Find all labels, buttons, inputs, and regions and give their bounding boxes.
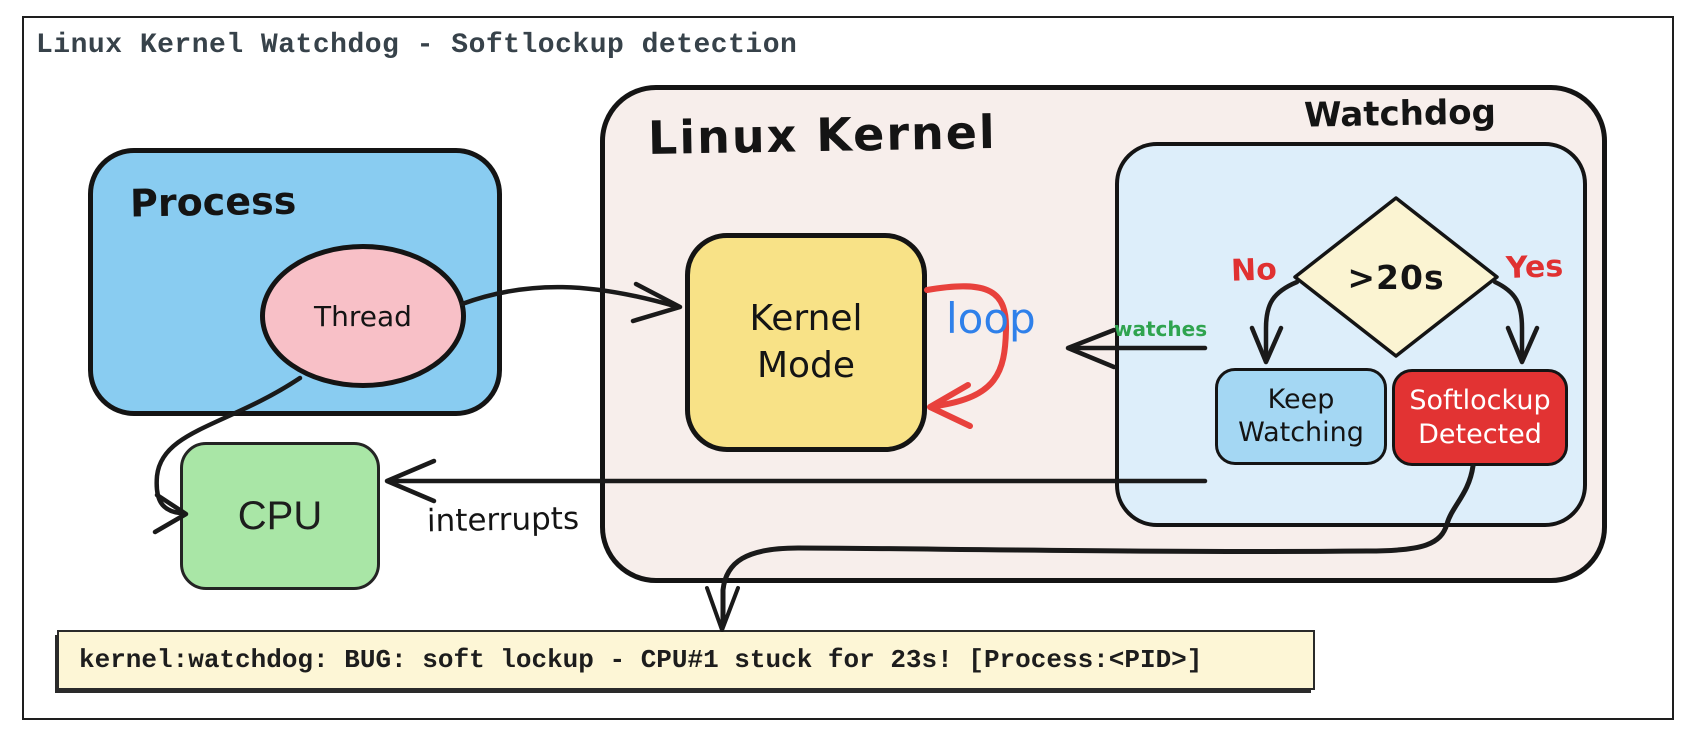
kernel-mode-box: Kernel Mode — [685, 233, 927, 452]
thread-label: Thread — [314, 299, 412, 333]
softlockup-detected-box: Softlockup Detected — [1392, 369, 1568, 466]
kernel-log-box: kernel:watchdog: BUG: soft lockup - CPU#… — [57, 630, 1315, 690]
interrupts-label: interrupts — [426, 500, 580, 540]
kernel-log-text: kernel:watchdog: BUG: soft lockup - CPU#… — [79, 645, 1203, 675]
yes-label: Yes — [1505, 249, 1564, 286]
thread-ellipse: Thread — [260, 244, 466, 388]
process-label: Process — [129, 178, 297, 226]
decision-label: >20s — [1347, 258, 1445, 297]
watches-label: watches — [1114, 317, 1208, 341]
linux-kernel-label: Linux Kernel — [647, 104, 998, 166]
cpu-label: CPU — [237, 493, 323, 538]
cpu-box: CPU — [180, 442, 380, 590]
keep-watching-box: Keep Watching — [1215, 368, 1387, 465]
no-label: No — [1230, 252, 1278, 289]
diagram-title: Linux Kernel Watchdog - Softlockup detec… — [36, 30, 798, 61]
kernel-mode-label: Kernel Mode — [749, 297, 863, 386]
softlockup-detected-label: Softlockup Detected — [1409, 384, 1551, 450]
loop-label: loop — [946, 294, 1036, 343]
keep-watching-label: Keep Watching — [1238, 384, 1364, 448]
watchdog-title: Watchdog — [1303, 92, 1497, 136]
